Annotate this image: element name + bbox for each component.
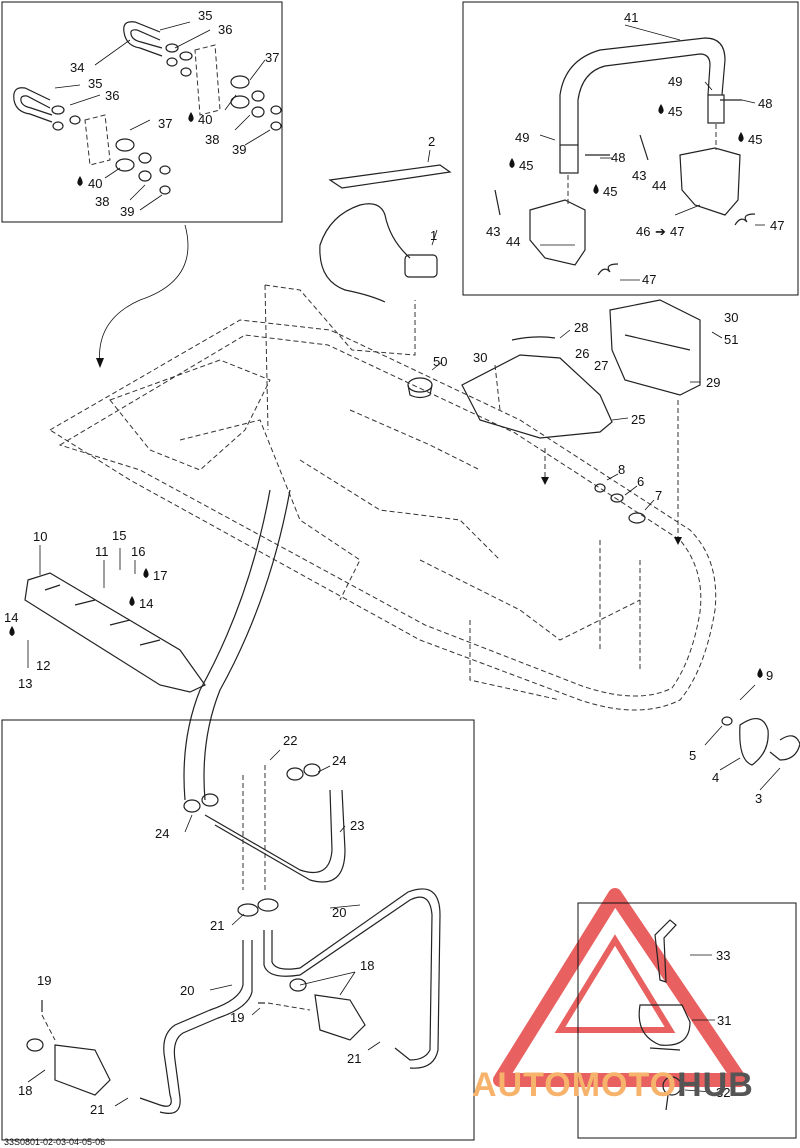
callout-30: 30: [473, 350, 487, 365]
callout-44: 44: [506, 234, 520, 249]
callout-45: 45: [603, 184, 617, 199]
callout-41: 41: [624, 10, 638, 25]
callout-5: 5: [689, 748, 696, 763]
hull-body: [49, 284, 717, 711]
callout-38: 38: [95, 194, 109, 209]
callout-43: 43: [632, 168, 646, 183]
callout-18: 18: [18, 1083, 32, 1098]
bow-eye-part: [704, 684, 800, 791]
callout-21: 21: [210, 918, 224, 933]
callout-21: 21: [90, 1102, 104, 1117]
callout-45: 45: [519, 158, 533, 173]
harness-part: [319, 203, 438, 303]
callout-36: 36: [105, 88, 119, 103]
callout-25: 25: [631, 412, 645, 427]
callout-45: 45: [668, 104, 682, 119]
callout-39: 39: [120, 204, 134, 219]
callout-12: 12: [36, 658, 50, 673]
callout-14: 14: [4, 610, 18, 625]
callout-46: 46: [636, 224, 650, 239]
callout-26: 26: [575, 346, 589, 361]
callout-8: 8: [618, 462, 625, 477]
callout-10: 10: [33, 529, 47, 544]
callout-27: 27: [594, 358, 608, 373]
callout-43: 43: [486, 224, 500, 239]
svg-text:➔: ➔: [655, 224, 666, 239]
callout-24: 24: [332, 753, 346, 768]
callout-50: 50: [433, 354, 447, 369]
callout-23: 23: [350, 818, 364, 833]
callout-9: 9: [766, 668, 773, 683]
callout-11: 11: [95, 544, 109, 559]
callout-32: 32: [716, 1085, 730, 1100]
callout-28: 28: [574, 320, 588, 335]
callout-45: 45: [748, 132, 762, 147]
callout-35: 35: [198, 8, 212, 23]
inset-top-left: [1, 1, 283, 223]
callout-44: 44: [652, 178, 666, 193]
inset-arrow: [99, 224, 189, 366]
callout-36: 36: [218, 22, 232, 37]
callout-40: 40: [88, 176, 102, 191]
callout-39: 39: [232, 142, 246, 157]
callout-19: 19: [37, 973, 51, 988]
callout-35: 35: [88, 76, 102, 91]
callout-15: 15: [112, 528, 126, 543]
callout-48: 48: [611, 150, 625, 165]
callout-2: 2: [428, 134, 435, 149]
callout-49: 49: [515, 130, 529, 145]
callout-30: 30: [724, 310, 738, 325]
watermark-logo: [493, 888, 747, 1087]
callout-49: 49: [668, 74, 682, 89]
callout-38: 38: [205, 132, 219, 147]
callout-7: 7: [655, 488, 662, 503]
sleeve-part: [407, 361, 443, 399]
figure-code: 33S0801-02-03-04-05-06: [4, 1137, 105, 1147]
callout-21: 21: [347, 1051, 361, 1066]
callout-40: 40: [198, 112, 212, 127]
callout-4: 4: [712, 770, 719, 785]
callout-37: 37: [265, 50, 279, 65]
callout-3: 3: [755, 791, 762, 806]
callout-18: 18: [360, 958, 374, 973]
callout-48: 48: [758, 96, 772, 111]
callout-20: 20: [332, 905, 346, 920]
inset-top-right: [462, 1, 799, 296]
callout-17: 17: [153, 568, 167, 583]
callout-16: 16: [131, 544, 145, 559]
footrest-part: [24, 545, 206, 693]
gasket-part: [328, 149, 452, 189]
callout-33: 33: [716, 948, 730, 963]
callout-22: 22: [283, 733, 297, 748]
callout-14: 14: [139, 596, 153, 611]
drain-hose-route: [183, 489, 271, 801]
callout-47: 47: [670, 224, 684, 239]
callout-20: 20: [180, 983, 194, 998]
callout-29: 29: [706, 375, 720, 390]
callout-37: 37: [158, 116, 172, 131]
storage-bin-part: [461, 299, 723, 439]
callout-51: 51: [724, 332, 738, 347]
callout-31: 31: [717, 1013, 731, 1028]
callout-24: 24: [155, 826, 169, 841]
callout-47: 47: [642, 272, 656, 287]
callout-6: 6: [637, 474, 644, 489]
callout-47: 47: [770, 218, 784, 233]
callout-34: 34: [70, 60, 84, 75]
callout-1: 1: [430, 228, 437, 243]
inset-bottom-left: [1, 719, 475, 1141]
callout-13: 13: [18, 676, 32, 691]
watermark-text: AUTOMOTOHUB: [472, 1066, 754, 1104]
inset-bottom-right: [577, 902, 797, 1139]
washer-parts: [594, 473, 655, 524]
callout-19: 19: [230, 1010, 244, 1025]
